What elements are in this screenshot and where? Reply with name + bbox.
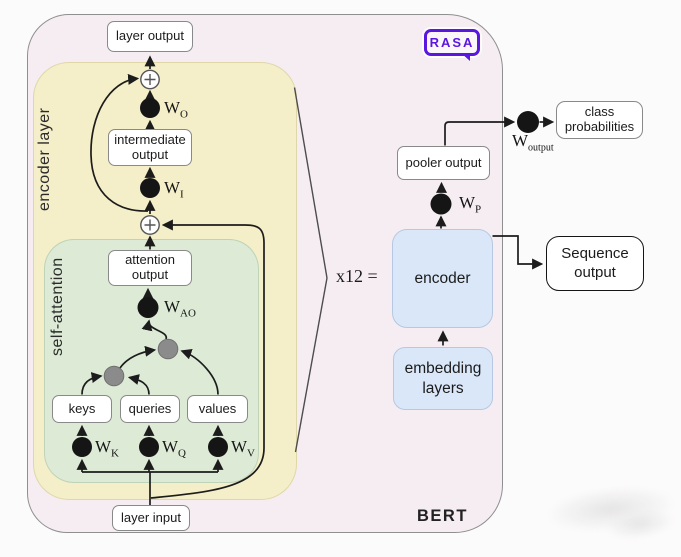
wi-sub: I	[180, 188, 184, 201]
wp-sub: P	[475, 203, 482, 216]
class-probabilities-node: class probabilities	[556, 101, 643, 139]
woutput-base: W	[512, 131, 529, 150]
woutput-weight-label: Woutput	[512, 131, 554, 154]
layer-input-node: layer input	[112, 505, 190, 531]
wk-sub: K	[111, 447, 119, 460]
bert-title-label: BERT	[417, 507, 468, 525]
rasa-logo-text: RASA	[429, 35, 475, 50]
wi-weight-label: WI	[164, 178, 184, 201]
self-attention-group-label: self-attention	[49, 257, 66, 357]
pooler-output-node: pooler output	[397, 146, 490, 180]
encoder-node: encoder	[392, 229, 493, 328]
sequence-output-node: Sequence output	[546, 236, 644, 291]
wo-weight-label: WO	[164, 98, 188, 121]
encoder-layer-group-label: encoder layer	[36, 107, 53, 211]
wp-weight-label: WP	[459, 193, 482, 216]
embedding-layers-node: embedding layers	[393, 347, 493, 410]
rasa-logo-tail	[461, 53, 470, 61]
wq-weight-label: WQ	[162, 437, 186, 460]
intermediate-output-node: intermediate output	[108, 129, 192, 166]
wp-base: W	[459, 193, 476, 212]
wv-sub: V	[247, 447, 255, 460]
keys-node: keys	[52, 395, 112, 423]
wq-sub: Q	[178, 447, 186, 460]
wao-sub: AO	[180, 307, 196, 320]
queries-node: queries	[120, 395, 180, 423]
wv-weight-label: WV	[231, 437, 255, 460]
wo-sub: O	[180, 108, 188, 121]
wq-base: W	[162, 437, 179, 456]
layer-output-node: layer output	[107, 21, 193, 52]
attention-output-node: attention output	[108, 250, 192, 286]
rasa-logo: RASA	[424, 29, 480, 61]
wo-base: W	[164, 98, 181, 117]
wk-base: W	[95, 437, 112, 456]
wao-weight-label: WAO	[164, 297, 196, 320]
values-node: values	[187, 395, 248, 423]
multiplier-label: x12 =	[336, 266, 378, 286]
woutput-weight-dot	[517, 111, 539, 133]
wi-base: W	[164, 178, 181, 197]
wao-base: W	[164, 297, 181, 316]
wk-weight-label: WK	[95, 437, 119, 460]
woutput-sub: output	[528, 142, 554, 154]
wv-base: W	[231, 437, 248, 456]
